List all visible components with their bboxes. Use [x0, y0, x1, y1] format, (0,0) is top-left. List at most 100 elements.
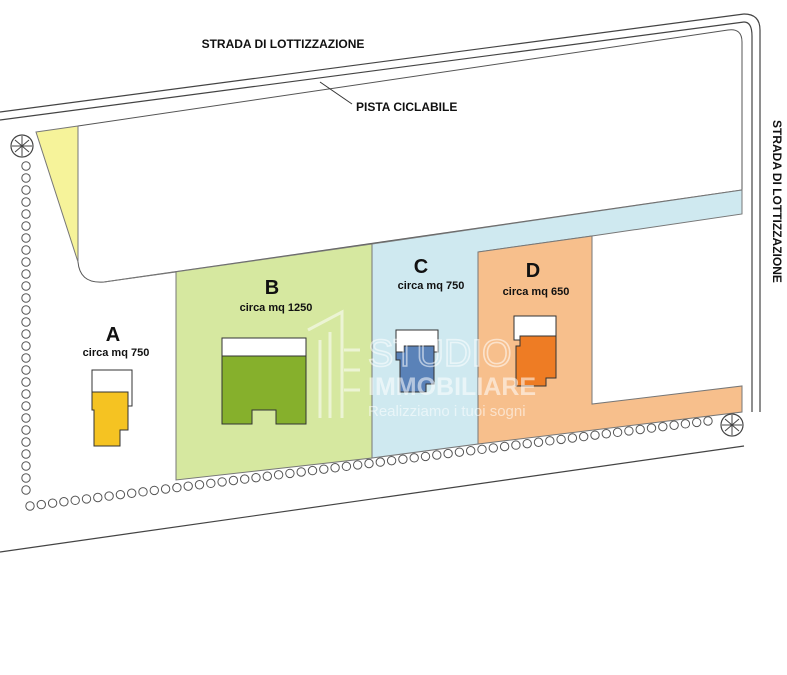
hedge-shrub [21, 173, 31, 183]
hedge-shrub [251, 472, 261, 483]
hedge-shrub [21, 233, 31, 243]
hedge-shrub [21, 449, 31, 459]
house-c [395, 329, 439, 393]
house-a [91, 369, 133, 447]
lot-a [35, 125, 79, 263]
road-label-top: STRADA DI LOTTIZZAZIONE [202, 37, 365, 51]
watermark-tagline: Realizziamo i tuoi sogni [368, 403, 526, 420]
hedge-shrub [21, 461, 31, 471]
hedge-shrub [93, 492, 103, 503]
hedge-shrub [262, 471, 272, 481]
hedge-shrub [21, 317, 31, 327]
lot-d [477, 235, 743, 445]
hedge-shrub [330, 463, 340, 473]
hedge-shrub [138, 487, 148, 497]
hedge-shrub [172, 482, 182, 493]
hedge-shrub [703, 416, 713, 426]
hedge-shrub [511, 440, 521, 450]
hedge-shrub [21, 281, 31, 291]
hedge-shrub [398, 454, 408, 464]
tree-icon-right [720, 413, 744, 437]
hedge-shrub [386, 455, 397, 466]
house-d [513, 315, 557, 387]
hedge-shrub [21, 197, 31, 207]
hedge-shrub [217, 477, 227, 487]
watermark: STUDIO IMMOBILIARE Realizziamo i tuoi so… [307, 309, 536, 420]
hedge-shrub [273, 470, 284, 480]
hedge-shrub [21, 473, 31, 483]
hedge-shrub [21, 353, 31, 363]
hedge-shrub [556, 434, 566, 445]
hedge-shrub [443, 448, 453, 459]
watermark-building-icon [307, 309, 360, 418]
hedge-shrub [206, 478, 216, 489]
hedge-shrub [228, 475, 239, 486]
hedge-shrub [533, 437, 544, 447]
hedge-shrub [21, 161, 31, 171]
hedge-shrub [364, 458, 374, 469]
hedge-shrub [21, 365, 31, 375]
lot-c-letter: C [414, 256, 428, 278]
hedge-shrub [59, 497, 69, 507]
hedge-shrub [692, 417, 702, 428]
lot-d-letter: D [526, 260, 540, 282]
hedge-shrub [104, 491, 114, 501]
hedge-shrub [127, 488, 137, 498]
hedge-shrub [307, 465, 318, 476]
house-b-body [221, 355, 307, 425]
hedge-shrub [21, 185, 31, 195]
lot-c-area: circa mq 750 [398, 280, 465, 292]
hedge-shrub [353, 460, 363, 470]
hedge-shrub [21, 269, 31, 279]
hedge-shrub [477, 444, 487, 455]
house-d-body [515, 335, 557, 387]
hedge-shrub [285, 468, 295, 479]
hedge-shrub [25, 501, 35, 511]
hedge-shrub [70, 495, 80, 506]
hedge-shrub [36, 499, 46, 510]
hedge-shrub [454, 447, 465, 457]
hedge-shrub [21, 377, 31, 387]
hedge-shrub [21, 425, 31, 435]
house-a-body [91, 391, 129, 447]
hedge-shrub [624, 426, 634, 436]
hedge-row [21, 161, 713, 511]
hedge-shrub [21, 329, 31, 339]
hedge-shrub [646, 423, 657, 433]
hedge-shrub [160, 484, 171, 494]
hedge-shrub [21, 401, 31, 411]
hedge-shrub [296, 467, 306, 477]
hedge-shrub [149, 485, 160, 496]
hedge-shrub [194, 480, 205, 490]
hedge-shrub [409, 453, 419, 463]
lot-b-area: circa mq 1250 [240, 302, 313, 314]
hedge-shrub [21, 305, 31, 315]
hedge-shrub [183, 481, 193, 491]
hedge-shrub [488, 443, 498, 453]
hedge-shrub [319, 464, 329, 474]
bike-path-label: PISTA CICLABILE [356, 100, 457, 114]
lot-d-area: circa mq 650 [503, 286, 570, 298]
hedge-shrub [375, 457, 385, 467]
hedge-shrub [567, 433, 578, 443]
hedge-shrub [21, 209, 31, 219]
lot-a-area: circa mq 750 [83, 347, 150, 359]
hedge-shrub [579, 431, 589, 442]
hedge-shrub [590, 430, 600, 440]
hedge-shrub [680, 419, 691, 429]
hedge-shrub [522, 438, 532, 449]
hedge-shrub [21, 221, 31, 231]
hedge-shrub [115, 489, 126, 500]
lot-a-letter: A [106, 324, 120, 346]
tree-icon-left [10, 134, 34, 158]
hedge-shrub [635, 424, 645, 435]
hedge-shrub [47, 498, 58, 508]
house-b [221, 337, 307, 425]
hedge-shrub [21, 341, 31, 351]
road-outlines [0, 13, 761, 553]
hedge-shrub [21, 437, 31, 447]
lot-b-letter: B [265, 277, 279, 299]
hedge-shrub [612, 427, 623, 438]
hedge-shrub [240, 474, 250, 484]
hedge-shrub [21, 257, 31, 267]
